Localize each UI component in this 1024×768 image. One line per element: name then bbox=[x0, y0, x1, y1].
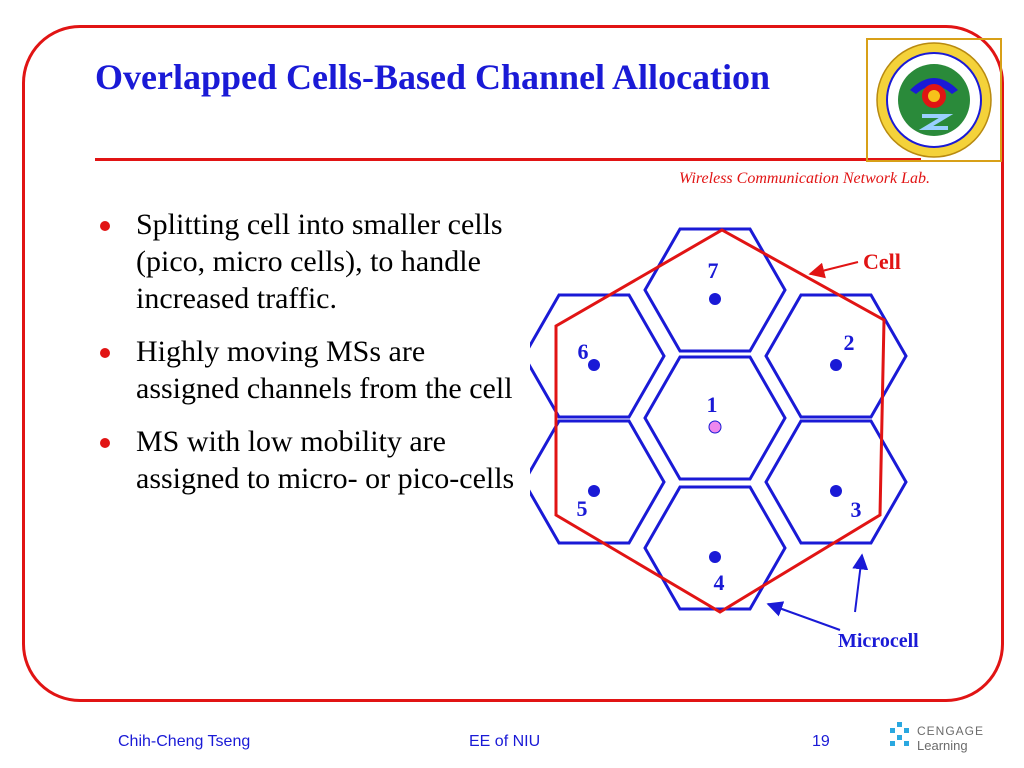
cengage-text: CENGAGE bbox=[917, 724, 984, 738]
footer-center: EE of NIU bbox=[469, 733, 541, 750]
microcell-hexagon-5 bbox=[530, 419, 666, 545]
microcell-dot-3 bbox=[830, 485, 842, 497]
cell-number-4: 4 bbox=[714, 570, 725, 595]
microcell-dot-5 bbox=[588, 485, 600, 497]
microcell-arrow-right bbox=[852, 553, 869, 613]
microcell-hexagon-1 bbox=[643, 355, 787, 481]
microcell-label: Microcell bbox=[838, 630, 919, 652]
cell-number-6: 6 bbox=[578, 339, 589, 364]
bullet-text: Highly moving MSs are assigned channels … bbox=[136, 335, 513, 405]
bullet-dot-icon bbox=[100, 438, 110, 448]
cell-number-3: 3 bbox=[851, 497, 862, 522]
slide-title: Overlapped Cells-Based Channel Allocatio… bbox=[95, 57, 771, 97]
cell-label: Cell bbox=[863, 249, 901, 274]
bullet-text: Splitting cell into smaller cells (pico,… bbox=[136, 208, 503, 315]
learning-text: Learning bbox=[917, 738, 968, 753]
microcell-dot-6 bbox=[588, 359, 600, 371]
cell-number-1: 1 bbox=[707, 392, 718, 417]
bullet-dot-icon bbox=[100, 221, 110, 231]
bullet-item: Highly moving MSs are assigned channels … bbox=[100, 333, 520, 407]
title-underline bbox=[95, 158, 921, 161]
bullet-list: Splitting cell into smaller cells (pico,… bbox=[100, 206, 520, 513]
bullet-item: MS with low mobility are assigned to mic… bbox=[100, 423, 520, 497]
microcell-hexagon-6 bbox=[530, 293, 666, 419]
big-cell-outline bbox=[554, 228, 886, 614]
cengage-logo-icon: CENGAGE Learning bbox=[890, 722, 984, 753]
microcell-dot-4 bbox=[709, 551, 721, 563]
microcell-hexagons bbox=[530, 227, 908, 611]
microcell-arrow-left bbox=[766, 601, 841, 631]
microcell-dots bbox=[588, 293, 842, 563]
cell-arrow bbox=[808, 261, 859, 279]
bullet-dot-icon bbox=[100, 348, 110, 358]
microcell-dot-2 bbox=[830, 359, 842, 371]
cell-number-2: 2 bbox=[844, 330, 855, 355]
microcell-hexagon-2 bbox=[764, 293, 908, 419]
microcell-dot-1 bbox=[708, 420, 722, 434]
bullet-text: MS with low mobility are assigned to mic… bbox=[136, 425, 515, 495]
cell-diagram: 1 2 3 4 5 6 7 Cell Microcell bbox=[530, 227, 919, 652]
bullet-item: Splitting cell into smaller cells (pico,… bbox=[100, 206, 520, 317]
lab-name: Wireless Communication Network Lab. bbox=[679, 170, 930, 187]
university-seal-icon bbox=[866, 38, 1002, 162]
slide-frame bbox=[22, 25, 1004, 702]
microcell-hexagon-3 bbox=[764, 419, 908, 545]
footer-author: Chih-Cheng Tseng bbox=[118, 733, 251, 750]
microcell-hexagon-7 bbox=[643, 227, 787, 353]
microcell-hexagon-4 bbox=[643, 485, 787, 611]
footer-page-number: 19 bbox=[812, 733, 830, 750]
cell-number-5: 5 bbox=[577, 496, 588, 521]
cell-number-7: 7 bbox=[708, 258, 719, 283]
microcell-dot-7 bbox=[709, 293, 721, 305]
